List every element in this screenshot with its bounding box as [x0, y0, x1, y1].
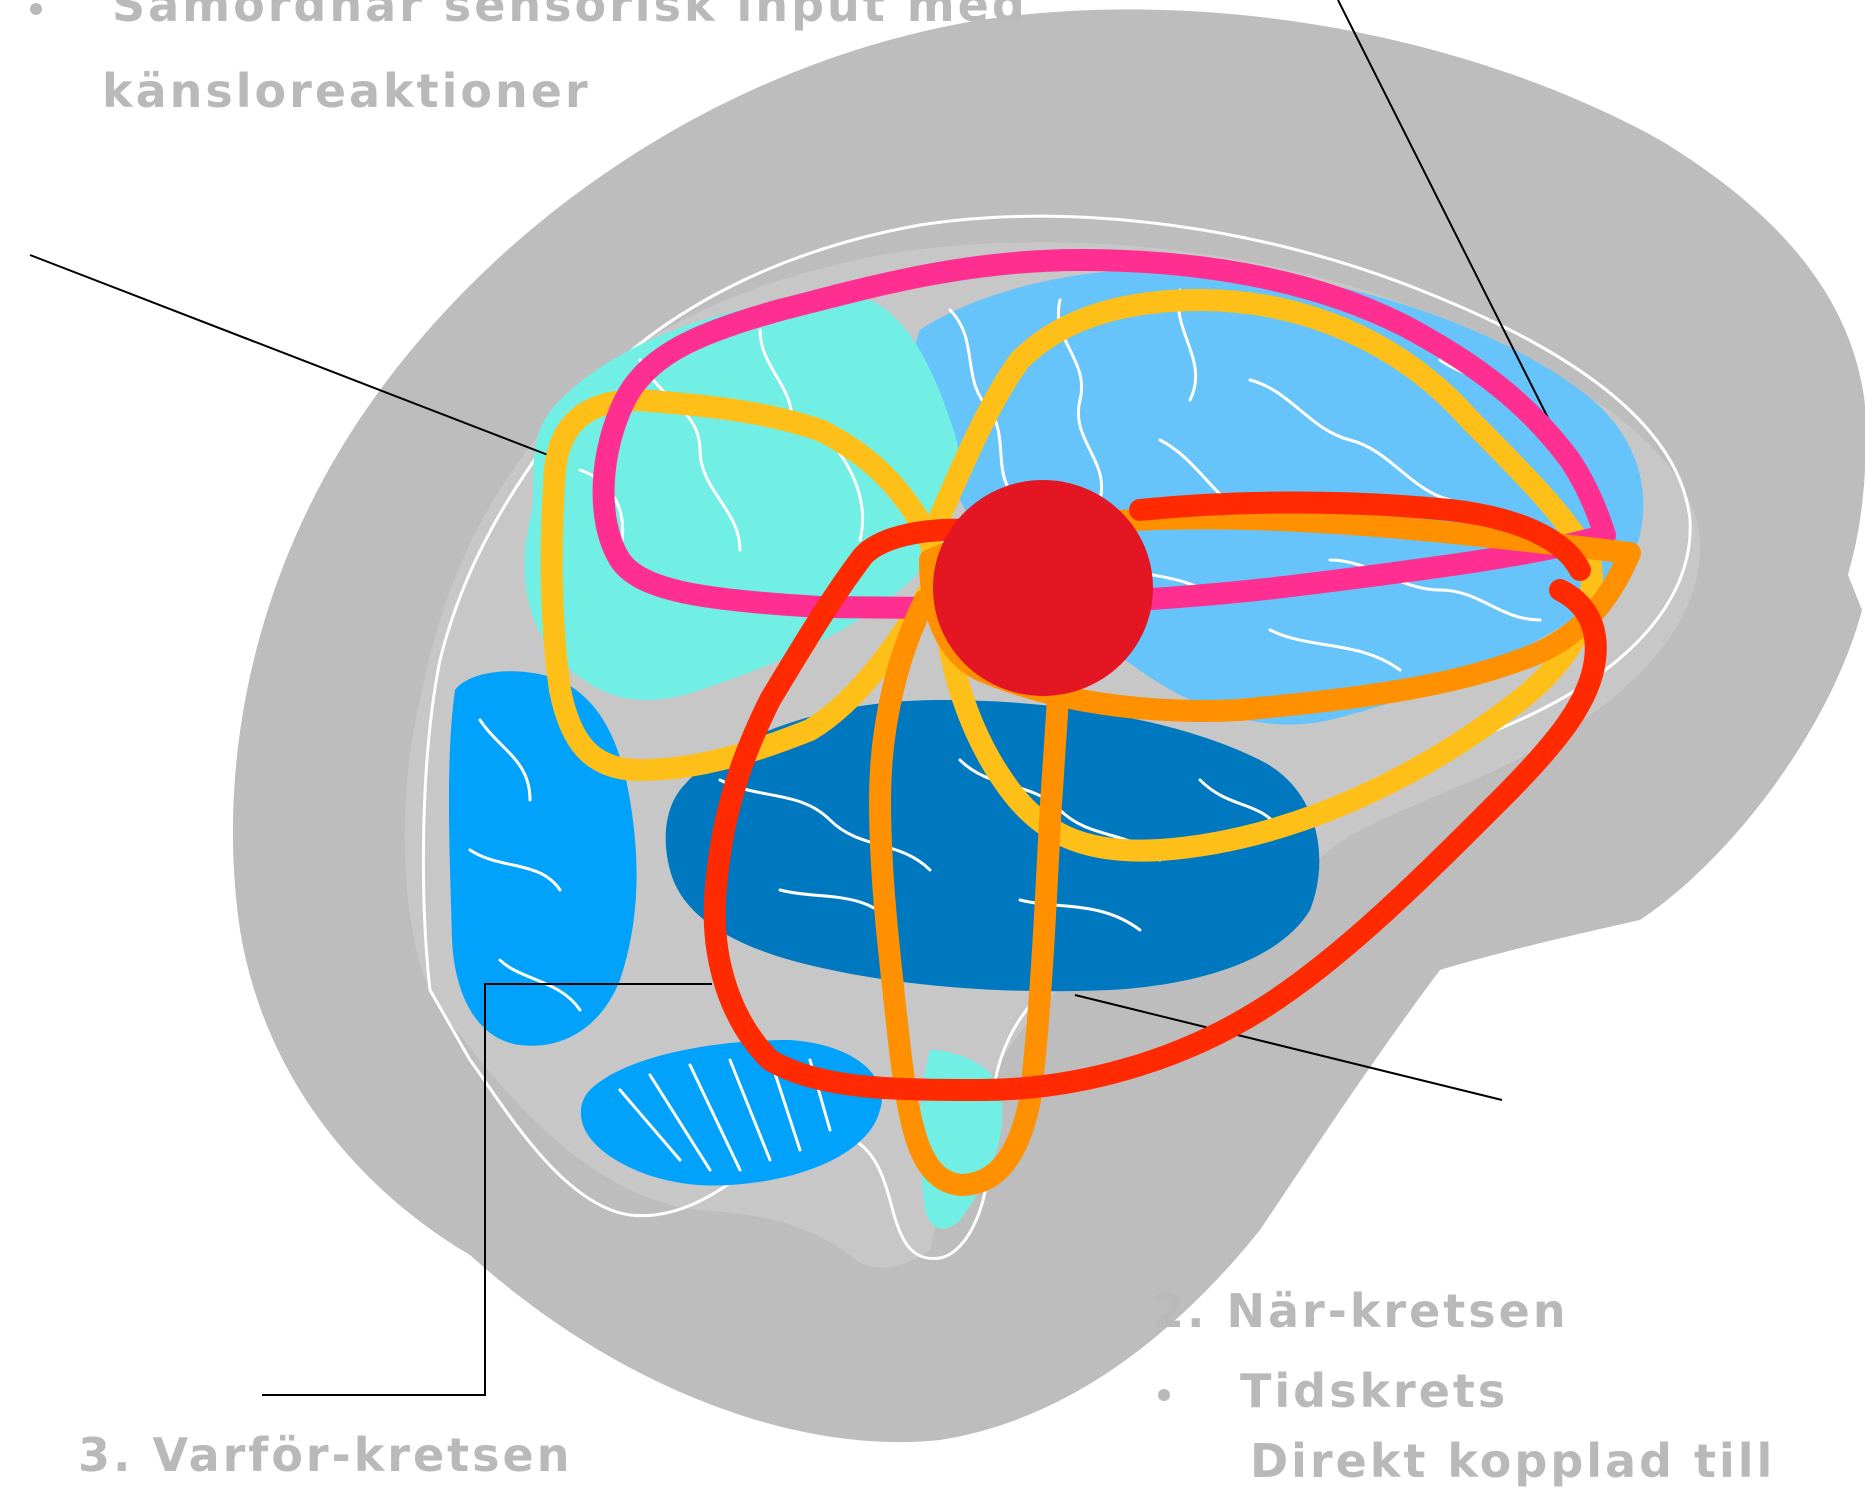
- bottom-right-bullet-1: Tidskrets: [1158, 1368, 1508, 1414]
- top-left-bullet-line-1: Samordnar sensorisk input med: [30, 0, 1028, 28]
- top-left-bullet-line-2: känsloreaktioner: [102, 68, 591, 114]
- bullet-text-tidskrets: Tidskrets: [1240, 1364, 1508, 1418]
- bottom-right-heading: 2. När-kretsen: [1152, 1288, 1569, 1334]
- brain-circuit-diagram: [0, 0, 1865, 1455]
- bullet-dot-icon: [30, 3, 42, 15]
- bottom-left-heading-partial: 3. Varför-kretsen: [78, 1432, 573, 1478]
- bullet-text-1: Samordnar sensorisk input med: [112, 0, 1028, 32]
- bullet-dot-icon: [1158, 1389, 1170, 1401]
- central-hub: [933, 480, 1153, 696]
- bottom-right-bullet-2-partial: Direkt kopplad till: [1250, 1438, 1775, 1484]
